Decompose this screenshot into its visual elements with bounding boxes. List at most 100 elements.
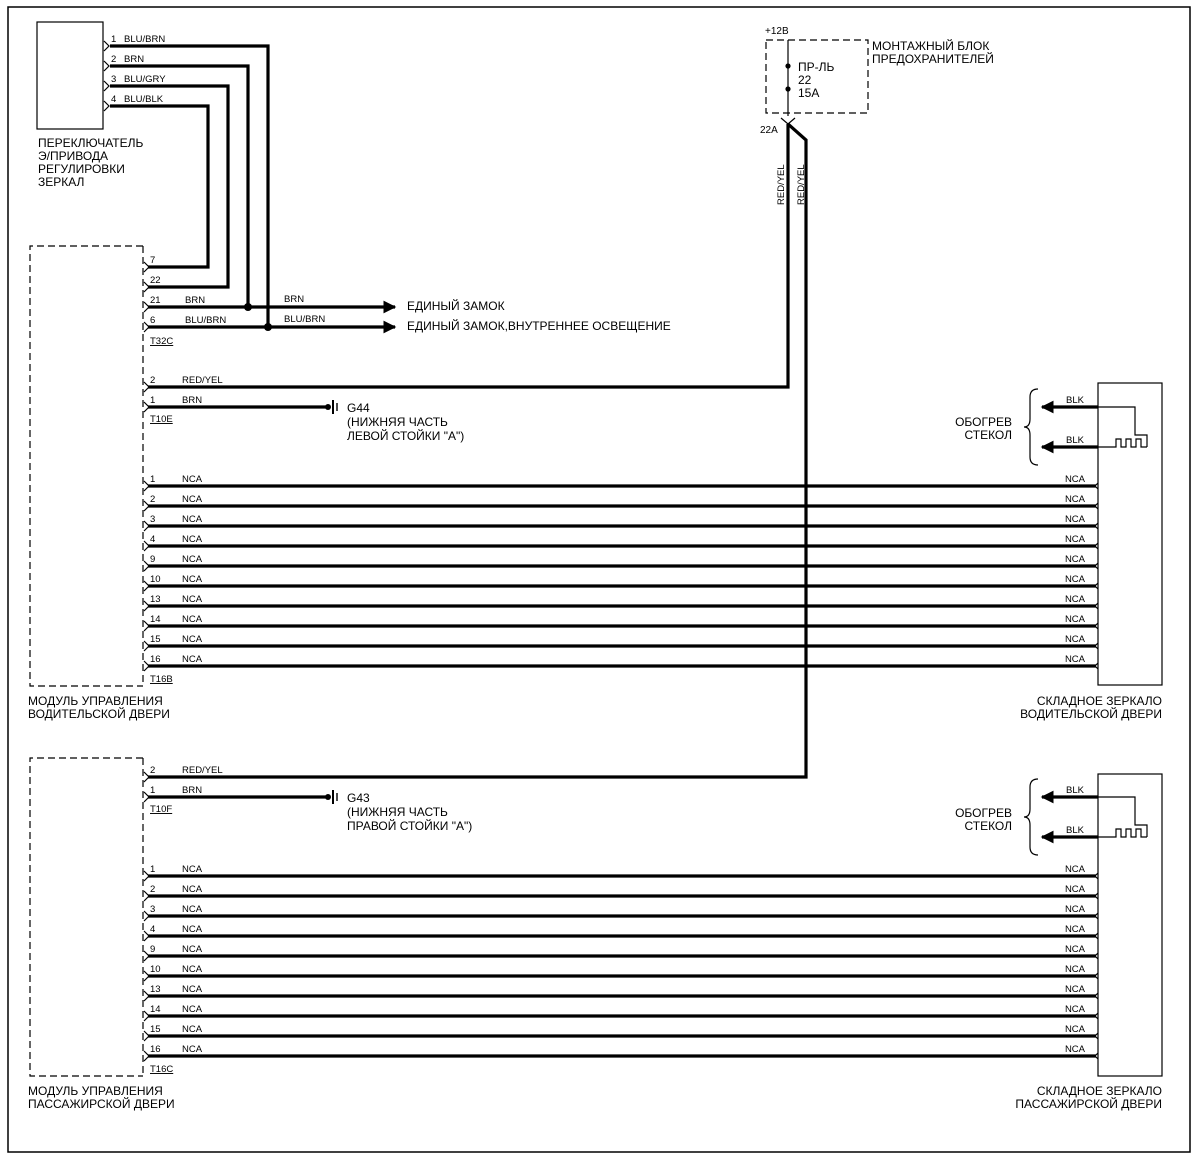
- switch-pin-1-number: 1: [111, 34, 116, 45]
- connector-t16c-name: T16C: [150, 1064, 173, 1075]
- t16c-wire-color-left-3: NCA: [182, 904, 203, 915]
- t16c-wire-color-left-2: NCA: [182, 884, 203, 895]
- t10f-chevron-2: [143, 771, 150, 783]
- switch-wire-1: [110, 44, 270, 329]
- passenger-module: МОДУЛЬ УПРАВЛЕНИЯ ПАССАЖИРСКОЙ ДВЕРИ 2 RE…: [28, 757, 1101, 1111]
- driver-mirror-label-2: ВОДИТЕЛЬСКОЙ ДВЕРИ: [1020, 706, 1162, 721]
- switch-pin-chevron-3: [103, 80, 110, 92]
- t16c-wire-color-left-16: NCA: [182, 1044, 203, 1055]
- fuse-name: ПР-ЛЬ: [798, 60, 835, 74]
- t10e-pin-1: 1: [150, 395, 155, 406]
- fuse-block: +12В МОНТАЖНЫЙ БЛОК ПРЕДОХРАНИТЕЛЕЙ ПР-Л…: [148, 26, 994, 779]
- switch-wire-2: [110, 64, 250, 309]
- passenger-heater-wire-color-1: BLK: [1066, 785, 1085, 796]
- connector-t32c-name: T32C: [150, 336, 173, 347]
- switch-pin-4-color: BLU/BLK: [124, 94, 164, 105]
- t16c-pin-9: 9: [150, 944, 155, 955]
- t32c-pin-7: 7: [150, 255, 155, 266]
- t16b-wire-color-right-9: NCA: [1065, 554, 1086, 565]
- driver-module: МОДУЛЬ УПРАВЛЕНИЯ ВОДИТЕЛЬСКОЙ ДВЕРИ 722…: [28, 245, 1101, 721]
- switch-pin-3-color: BLU/GRY: [124, 74, 166, 85]
- passenger-heater: BLK BLK: [1023, 778, 1148, 856]
- mirror-switch-label-3: РЕГУЛИРОВКИ: [38, 162, 125, 176]
- t16c-wire-color-left-9: NCA: [182, 944, 203, 955]
- driver-module-label-1: МОДУЛЬ УПРАВЛЕНИЯ: [28, 694, 163, 708]
- t16b-pin-13: 13: [150, 594, 161, 605]
- t16c-pin-1: 1: [150, 864, 155, 875]
- t16c-wire-color-left-14: NCA: [182, 1004, 203, 1015]
- switch-pin-chevron-2: [103, 60, 110, 72]
- t10f-pin-1-color: BRN: [182, 785, 202, 796]
- fuse-block-box: [765, 39, 869, 114]
- t16c-wire-color-left-4: NCA: [182, 924, 203, 935]
- t16b-wire-color-left-9: NCA: [182, 554, 203, 565]
- passenger-module-label-2: ПАССАЖИРСКОЙ ДВЕРИ: [28, 1096, 175, 1111]
- mirror-switch-label-4: ЗЕРКАЛ: [38, 175, 84, 189]
- switch-pin-4-number: 4: [111, 94, 116, 105]
- t16c-pin-14: 14: [150, 1004, 161, 1015]
- output-label-1: ЕДИНЫЙ ЗАМОК: [407, 298, 505, 313]
- t16b-wire-color-right-15: NCA: [1065, 634, 1086, 645]
- t16c-pin-15: 15: [150, 1024, 161, 1035]
- driver-heater-wire-color-2: BLK: [1066, 435, 1085, 446]
- t16b-wire-color-left-3: NCA: [182, 514, 203, 525]
- output-wire-color-1: BRN: [284, 294, 304, 305]
- switch-wire-4: [110, 104, 210, 269]
- ground-g44-desc-1: (НИЖНЯЯ ЧАСТЬ: [347, 415, 448, 429]
- passenger-heater-wire-color-2: BLK: [1066, 825, 1085, 836]
- t16b-pin-4: 4: [150, 534, 155, 545]
- outer-frame: [7, 6, 1191, 1153]
- mirror-switch-box: [36, 21, 104, 130]
- driver-heater-label-2: СТЕКОЛ: [964, 428, 1012, 442]
- t16c-wire-color-left-1: NCA: [182, 864, 203, 875]
- connector-t10e-name: T10E: [150, 414, 173, 425]
- passenger-mirror: СКЛАДНОЕ ЗЕРКАЛО ПАССАЖИРСКОЙ ДВЕРИ ОБОГ…: [955, 773, 1163, 1111]
- t16b-wire-color-left-4: NCA: [182, 534, 203, 545]
- t16b-wire-color-right-1: NCA: [1065, 474, 1086, 485]
- driver-heater-brace: [1023, 388, 1039, 466]
- t16c-wire-color-left-10: NCA: [182, 964, 203, 975]
- t32c-pin-21: 21: [150, 295, 161, 306]
- passenger-module-label-1: МОДУЛЬ УПРАВЛЕНИЯ: [28, 1084, 163, 1098]
- passenger-heater-element-lead: [1098, 796, 1148, 837]
- t16c-wire-color-right-16: NCA: [1065, 1044, 1086, 1055]
- t16b-wire-color-left-16: NCA: [182, 654, 203, 665]
- t16c-pin-13: 13: [150, 984, 161, 995]
- driver-heater-wire-color-1: BLK: [1066, 395, 1085, 406]
- t16c-wire-color-right-10: NCA: [1065, 964, 1086, 975]
- t16b-pin-15: 15: [150, 634, 161, 645]
- t16b-wire-color-right-14: NCA: [1065, 614, 1086, 625]
- t10f-pin-2-color: RED/YEL: [182, 765, 223, 776]
- ground-g43-name: G43: [347, 791, 370, 805]
- driver-heater: BLK BLK: [1023, 388, 1148, 466]
- t10f-pin-1: 1: [150, 785, 155, 796]
- passenger-heater-element-grid: [1098, 828, 1147, 838]
- t32c-chevron-22: [143, 281, 150, 293]
- passenger-module-outline: [29, 757, 143, 1077]
- t16b-pin-16: 16: [150, 654, 161, 665]
- fuse-supply-label: +12В: [765, 26, 789, 37]
- driver-heater-label-1: ОБОГРЕВ: [955, 415, 1012, 429]
- switch-pin-1-color: BLU/BRN: [124, 34, 165, 45]
- fuse-wire-label-b: RED/YEL: [796, 164, 807, 205]
- fuse-contact-bottom: [785, 86, 791, 92]
- fuse-terminal-chevron: [780, 117, 796, 125]
- ground-g44-desc-2: ЛЕВОЙ СТОЙКИ "А"): [347, 428, 464, 443]
- t16b-pin-9: 9: [150, 554, 155, 565]
- t16c-wire-color-left-15: NCA: [182, 1024, 203, 1035]
- output-wire-color-2: BLU/BRN: [284, 314, 325, 325]
- switch-pin-3-number: 3: [111, 74, 116, 85]
- driver-module-label-2: ВОДИТЕЛЬСКОЙ ДВЕРИ: [28, 706, 170, 721]
- switch-pin-2-color: BRN: [124, 54, 144, 65]
- t16b-pin-1: 1: [150, 474, 155, 485]
- driver-mirror-label-1: СКЛАДНОЕ ЗЕРКАЛО: [1037, 694, 1162, 708]
- t10f-ground-node: [325, 794, 331, 800]
- passenger-mirror-label-2: ПАССАЖИРСКОЙ ДВЕРИ: [1015, 1096, 1162, 1111]
- t16b-wire-color-left-2: NCA: [182, 494, 203, 505]
- t16c-pin-2: 2: [150, 884, 155, 895]
- t10e-pin-2-color: RED/YEL: [182, 375, 223, 386]
